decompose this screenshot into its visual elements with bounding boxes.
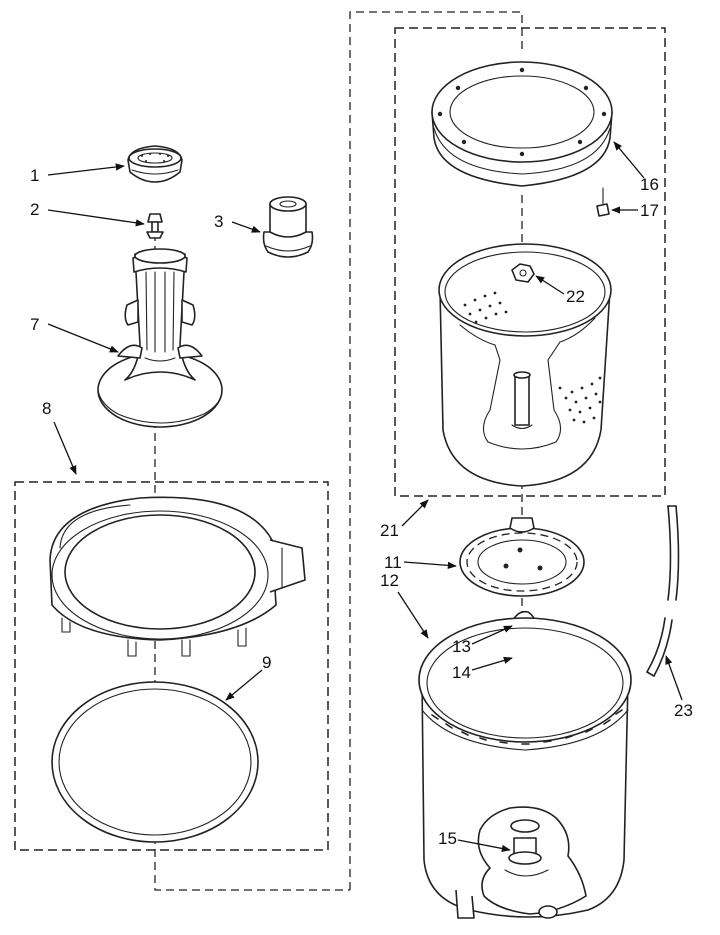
callout-label-11: 11 xyxy=(384,553,402,572)
part-9-seal-ring xyxy=(51,681,259,843)
callout-label-17: 17 xyxy=(640,201,659,220)
callout-label-9: 9 xyxy=(262,653,271,672)
callout-2: 2 xyxy=(30,200,145,227)
part-17-screw xyxy=(596,187,610,217)
group-box-21 xyxy=(394,27,666,497)
callout-label-16: 16 xyxy=(640,175,659,194)
callout-label-15: 15 xyxy=(438,829,457,848)
callout-label-8: 8 xyxy=(42,399,51,418)
callout-8: 8 xyxy=(42,399,77,475)
centerline-right xyxy=(349,11,523,890)
callout-14: 14 xyxy=(452,656,513,682)
group-box-8 xyxy=(14,481,329,851)
callout-21: 21 xyxy=(380,499,429,540)
part-12-outer-tub xyxy=(418,617,632,919)
callout-16: 16 xyxy=(613,141,659,194)
callout-17: 17 xyxy=(611,201,659,220)
callout-22: 22 xyxy=(535,275,585,306)
callout-label-1: 1 xyxy=(30,166,39,185)
callout-13: 13 xyxy=(452,625,513,656)
tub-slots xyxy=(431,709,623,745)
callout-15: 15 xyxy=(438,829,511,853)
part-7-agitator xyxy=(97,248,223,428)
callout-23: 23 xyxy=(665,655,693,720)
callout-1: 1 xyxy=(30,163,125,185)
part-1-agitator-cap xyxy=(127,145,183,183)
part-8-tub-ring xyxy=(49,496,306,657)
part-21-spin-basket xyxy=(438,243,612,487)
callout-label-22: 22 xyxy=(566,287,585,306)
callout-9: 9 xyxy=(225,653,271,701)
part-11-hub xyxy=(459,517,585,597)
callout-label-14: 14 xyxy=(452,663,471,682)
callout-7: 7 xyxy=(30,315,119,353)
part-2-bolt xyxy=(146,213,164,239)
callout-label-21: 21 xyxy=(380,521,399,540)
callout-label-2: 2 xyxy=(30,200,39,219)
callout-label-7: 7 xyxy=(30,315,39,334)
part-22-nut xyxy=(511,263,535,283)
callout-label-12: 12 xyxy=(380,571,399,590)
callout-label-23: 23 xyxy=(674,701,693,720)
part-16-tub-ring xyxy=(431,61,613,187)
callout-3: 3 xyxy=(214,212,261,233)
callout-12: 12 xyxy=(380,571,429,639)
basket-perforations xyxy=(463,291,602,424)
callout-label-3: 3 xyxy=(214,212,223,231)
callout-label-13: 13 xyxy=(452,637,471,656)
part-23-hose xyxy=(646,505,680,677)
part-3-cam xyxy=(262,196,314,258)
callout-11: 11 xyxy=(384,553,457,572)
